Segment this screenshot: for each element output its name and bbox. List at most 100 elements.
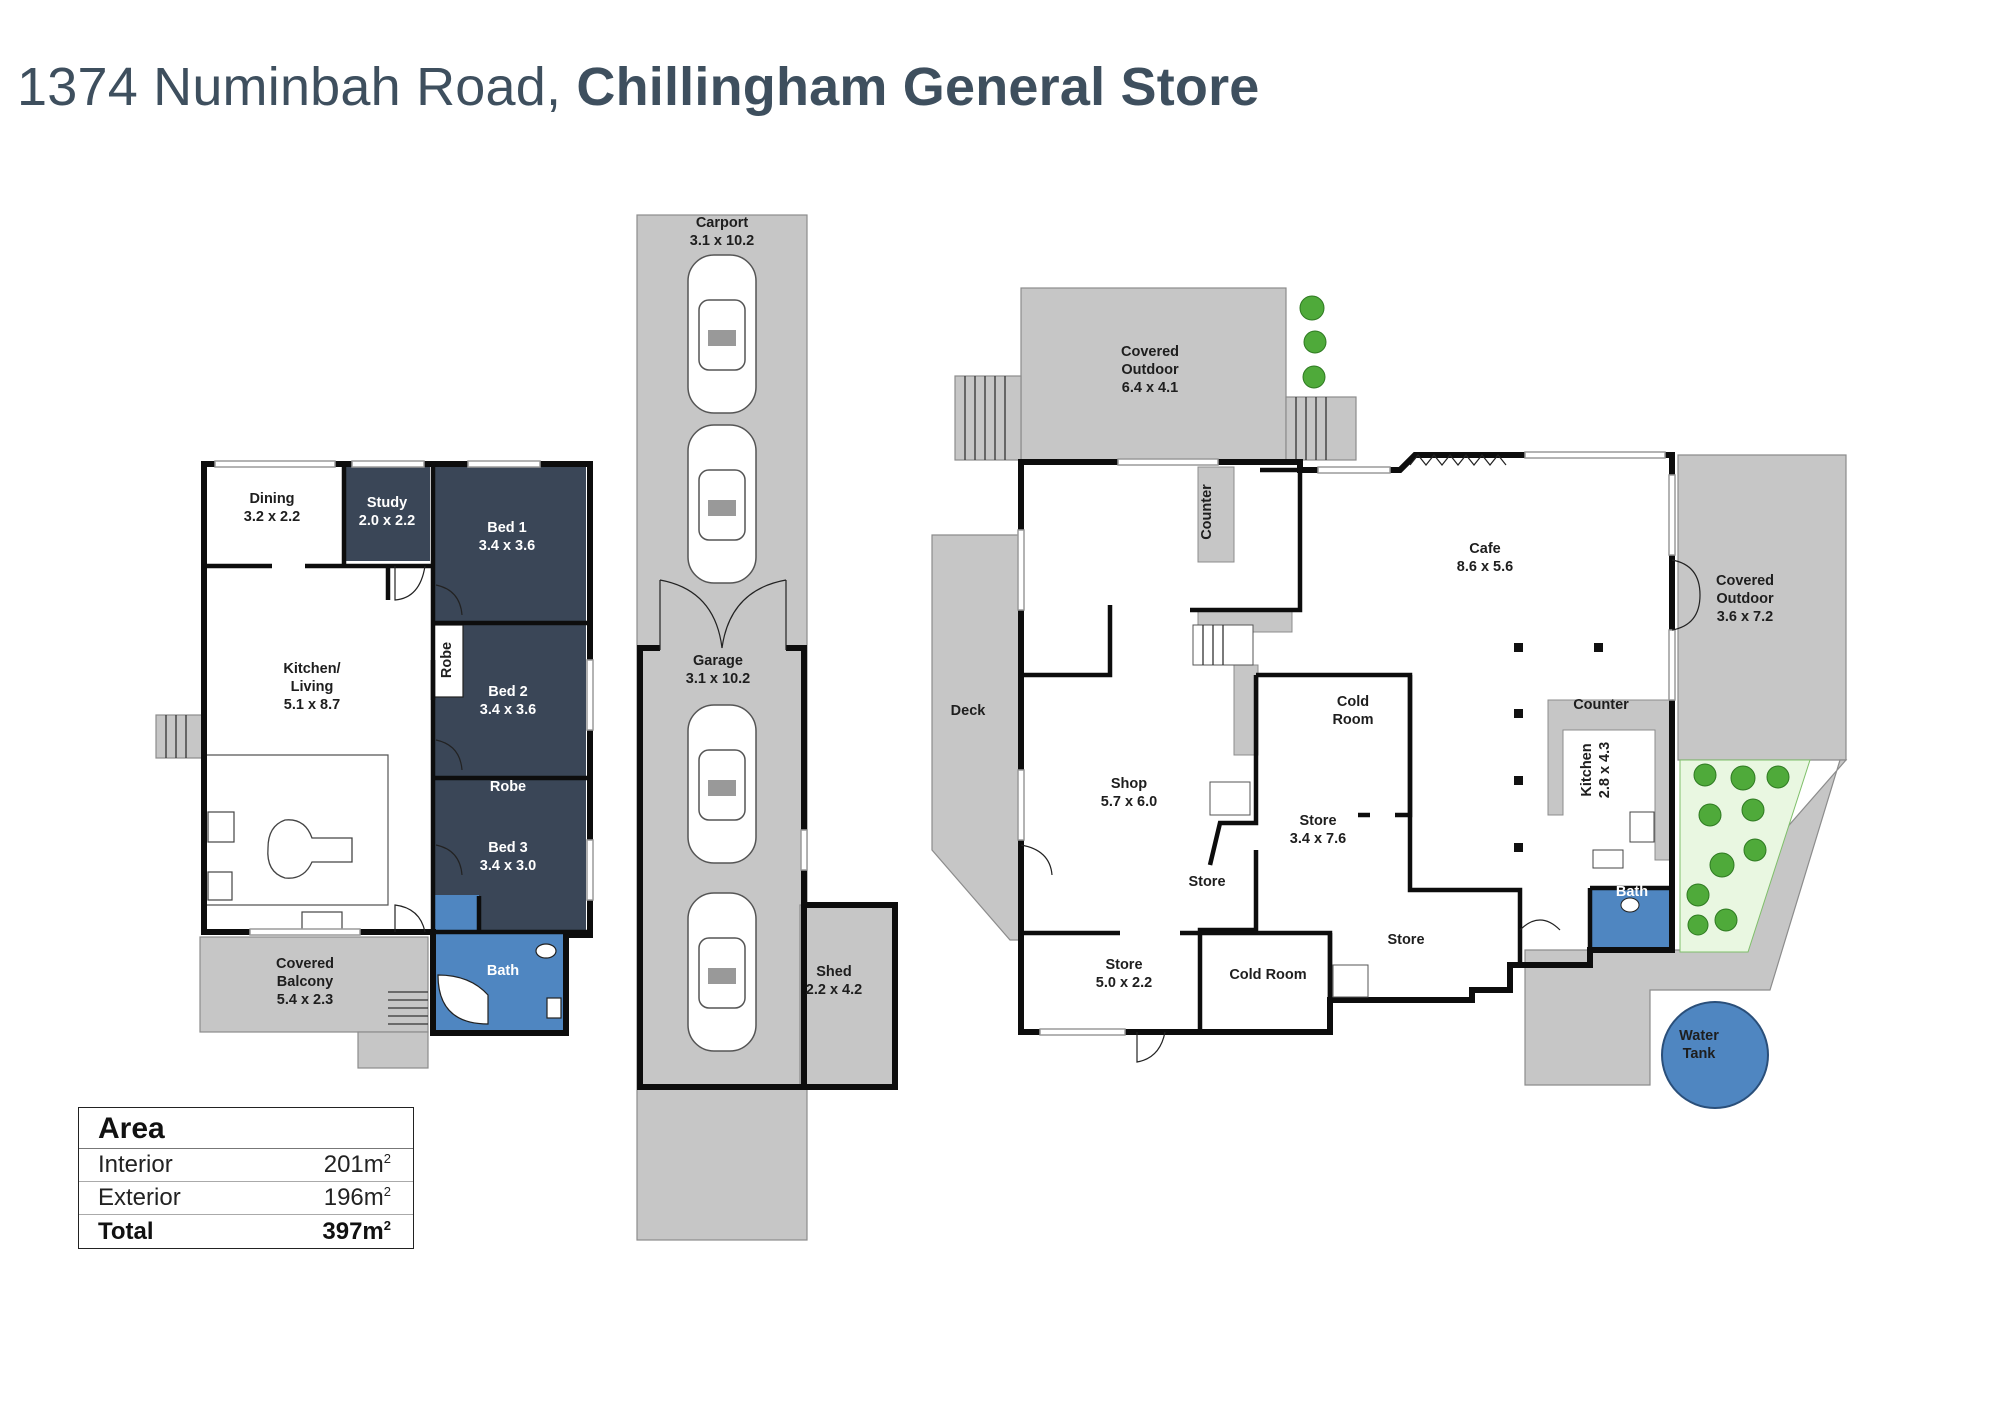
- page-title: 1374 Numinbah Road, Chillingham General …: [17, 56, 1260, 118]
- shed-area: [799, 904, 896, 1086]
- label-bed-3: Bed 3: [488, 840, 528, 856]
- area-value: 397m2: [322, 1217, 391, 1245]
- outdoor-steps-left: [954, 375, 1022, 461]
- label-study: Study: [367, 495, 407, 511]
- label-robe-2: Robe: [490, 779, 526, 795]
- outdoor-steps-right: [1285, 396, 1357, 461]
- area-label: Interior: [98, 1151, 173, 1178]
- house-plan: [155, 460, 594, 1069]
- covered-outdoor-1-area: [1020, 287, 1287, 461]
- counter-1: [1197, 466, 1235, 563]
- label-store-mid: Store: [1299, 813, 1336, 829]
- label-carport: Carport: [696, 215, 749, 231]
- label-garage: Garage: [693, 653, 743, 669]
- garage-car-2: [687, 892, 757, 1052]
- label-store-small: Store: [1188, 874, 1225, 890]
- label-balcony-1: Covered: [276, 956, 334, 972]
- label-bed-1: Bed 1: [487, 520, 527, 536]
- house-side-steps: [155, 714, 203, 759]
- label-study-size: 2.0 x 2.2: [359, 513, 415, 529]
- label-covered-outdoor-2-size: 3.6 x 7.2: [1717, 609, 1773, 625]
- label-bed-2-size: 3.4 x 3.6: [480, 702, 536, 718]
- robe-2-strip: [433, 780, 586, 810]
- label-covered-outdoor-2-a: Covered: [1716, 573, 1774, 589]
- robe-1-strip: [432, 624, 464, 698]
- label-kitchen-living-size: 5.1 x 8.7: [284, 697, 340, 713]
- area-value: 201m2: [323, 1151, 391, 1178]
- bed-1-room: [433, 464, 586, 622]
- title-address: 1374 Numinbah Road,: [17, 57, 562, 117]
- label-kitchen-2: Kitchen: [1579, 743, 1595, 796]
- label-bed-1-size: 3.4 x 3.6: [479, 538, 535, 554]
- label-kitchen-living-1: Kitchen/: [283, 661, 340, 677]
- label-counter-2: Counter: [1573, 697, 1629, 713]
- label-cold-room-bottom: Cold Room: [1229, 967, 1306, 983]
- label-store-mid-size: 3.4 x 7.6: [1290, 831, 1346, 847]
- cooktop: [207, 871, 233, 901]
- area-row-total: Total 397m2: [79, 1215, 413, 1248]
- label-deck: Deck: [951, 703, 987, 719]
- area-table: Area Interior 201m2 Exterior 196m2 Total…: [78, 1107, 414, 1249]
- label-shed: Shed: [816, 964, 851, 980]
- store-plan: [931, 287, 1848, 1109]
- area-row-exterior: Exterior 196m2: [79, 1182, 413, 1215]
- area-label: Exterior: [98, 1184, 181, 1211]
- toilet: [535, 943, 557, 959]
- label-shop-size: 5.7 x 6.0: [1101, 794, 1157, 810]
- label-dining: Dining: [249, 491, 294, 507]
- label-water-tank-2: Tank: [1683, 1046, 1717, 1062]
- label-kitchen-2-size: 2.8 x 4.3: [1597, 742, 1613, 798]
- balcony-stair-lines: [388, 991, 428, 1025]
- label-cafe-size: 8.6 x 5.6: [1457, 559, 1513, 575]
- label-covered-outdoor-1-a: Covered: [1121, 344, 1179, 360]
- carport-car-2: [687, 424, 757, 584]
- garage-plan: [636, 214, 898, 1241]
- cafe-columns: [1514, 643, 1603, 852]
- title-name: Chillingham General Store: [576, 57, 1260, 117]
- label-bath-2: Bath: [1616, 884, 1648, 900]
- label-covered-outdoor-1-b: Outdoor: [1121, 362, 1179, 378]
- area-value: 196m2: [323, 1184, 391, 1211]
- label-shed-size: 2.2 x 4.2: [806, 982, 862, 998]
- study-room: [344, 464, 430, 561]
- garage-car-1: [687, 704, 757, 864]
- bath-1-extension: [433, 895, 479, 935]
- label-store-bottom-size: 5.0 x 2.2: [1096, 975, 1152, 991]
- oven: [207, 811, 235, 843]
- label-water-tank-1: Water: [1679, 1028, 1719, 1044]
- area-row-interior: Interior 201m2: [79, 1149, 413, 1182]
- kitchen-island: [267, 819, 353, 879]
- label-garage-size: 3.1 x 10.2: [686, 671, 751, 687]
- store-outer-wall: [1018, 452, 1675, 1035]
- carport-car-1: [687, 254, 757, 414]
- label-bed-2: Bed 2: [488, 684, 528, 700]
- label-kitchen-living-2: Living: [291, 679, 334, 695]
- label-bath-1: Bath: [487, 963, 519, 979]
- area-heading: Area: [79, 1108, 413, 1149]
- label-balcony-size: 5.4 x 2.3: [277, 992, 333, 1008]
- label-covered-outdoor-1-size: 6.4 x 4.1: [1122, 380, 1178, 396]
- bath-tub: [437, 974, 489, 1025]
- area-label: Total: [98, 1217, 154, 1245]
- label-cafe: Cafe: [1469, 541, 1500, 557]
- label-balcony-2: Balcony: [277, 974, 333, 990]
- label-dining-size: 3.2 x 2.2: [244, 509, 300, 525]
- room-labels: Dining 3.2 x 2.2 Study 2.0 x 2.2 Bed 1 3…: [244, 215, 1774, 1062]
- label-store-right: Store: [1387, 932, 1424, 948]
- label-covered-outdoor-2-b: Outdoor: [1716, 591, 1774, 607]
- deck-area: [931, 534, 1021, 941]
- label-cold-room-top-1: Cold: [1337, 694, 1369, 710]
- covered-outdoor-2-area: [1677, 454, 1847, 761]
- garage-wall: [637, 645, 898, 1090]
- balcony-steps: [357, 1031, 429, 1069]
- label-robe-1: Robe: [439, 642, 455, 678]
- garden-plants: [1299, 295, 1790, 936]
- label-bed-3-size: 3.4 x 3.0: [480, 858, 536, 874]
- label-shop: Shop: [1111, 776, 1147, 792]
- bath-basin: [546, 997, 562, 1019]
- label-counter-1: Counter: [1199, 484, 1215, 540]
- kitchen-sink: [301, 911, 343, 931]
- label-store-bottom: Store: [1105, 957, 1142, 973]
- label-cold-room-top-2: Room: [1332, 712, 1373, 728]
